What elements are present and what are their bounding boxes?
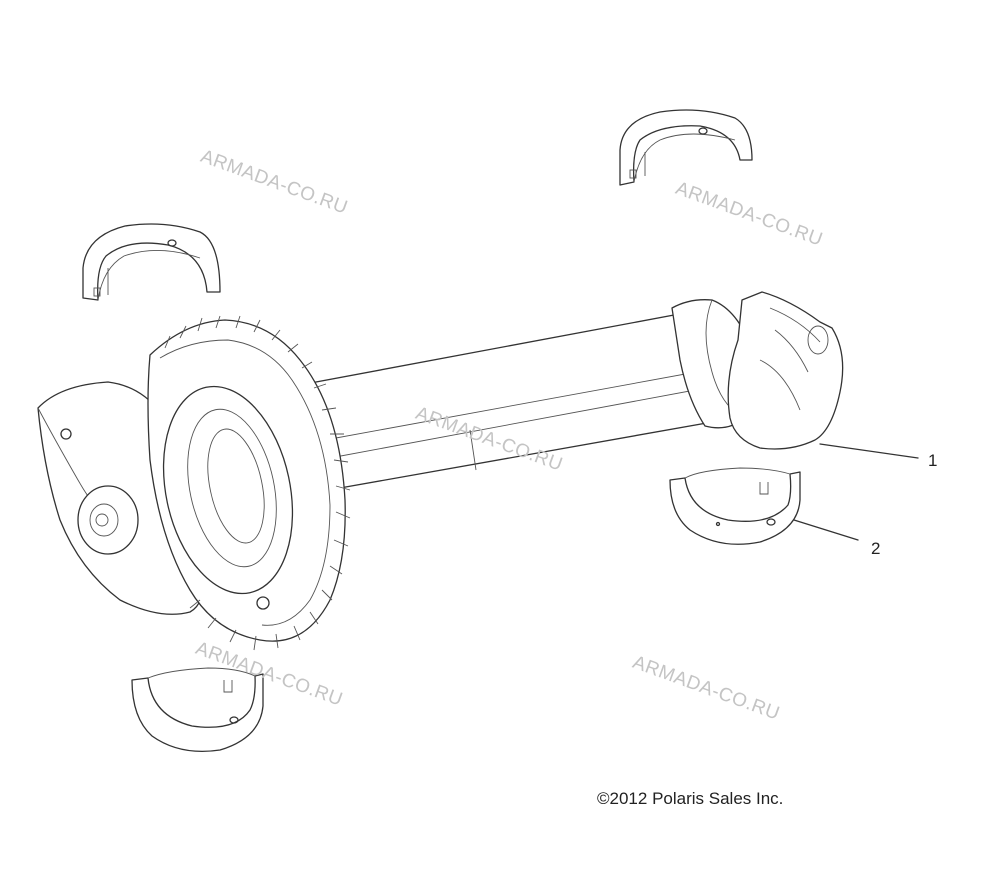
bearing-half-lower-left <box>131 667 264 753</box>
copyright-notice: ©2012 Polaris Sales Inc. <box>597 789 784 808</box>
bearing-half-lower-right <box>669 467 801 545</box>
bearing-half-top-left <box>82 223 221 301</box>
bearing-half-top-right <box>619 109 753 186</box>
leader-line-1 <box>819 443 919 459</box>
callout-1: 1 <box>928 451 938 470</box>
leader-line-2 <box>793 519 859 541</box>
callout-2: 2 <box>871 539 881 558</box>
camshaft-assembly <box>37 291 844 651</box>
